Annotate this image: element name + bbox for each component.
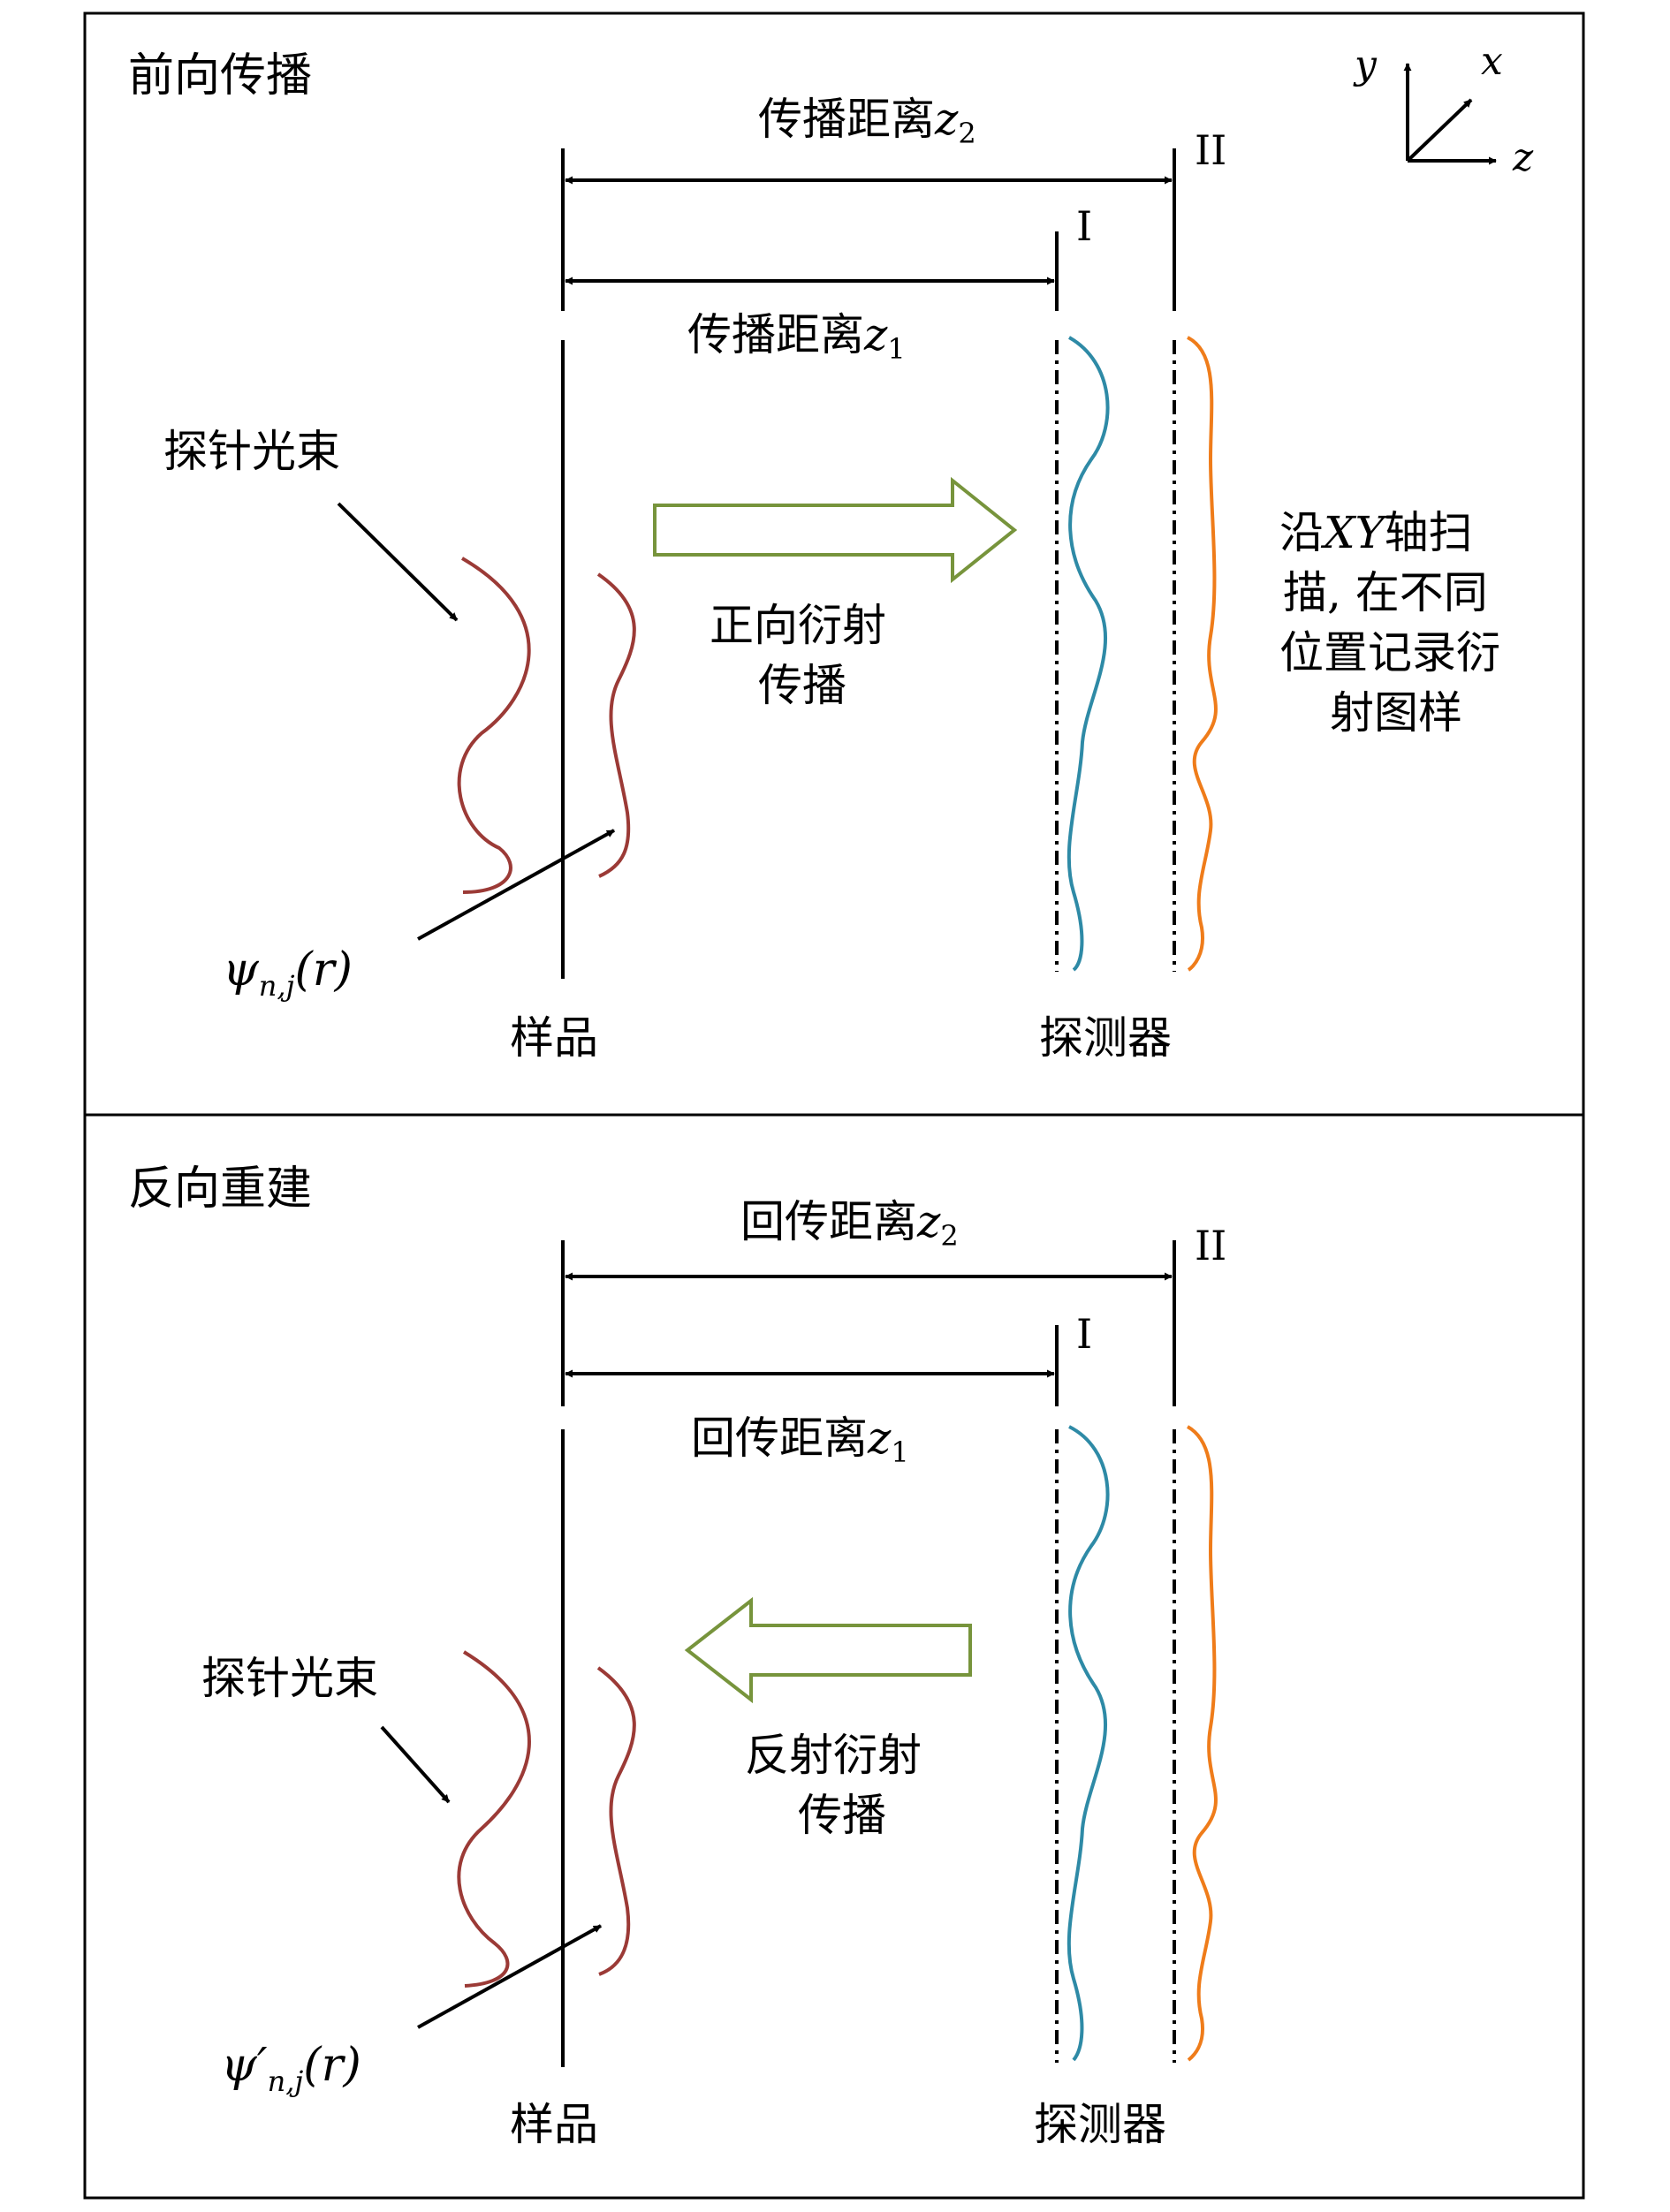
backward-detector-label: 探测器 xyxy=(1034,2099,1166,2150)
x-axis-arrow xyxy=(1406,98,1473,163)
scan-note-line-1: 沿XY轴扫 xyxy=(1279,507,1473,558)
x-axis-label: x xyxy=(1481,39,1503,84)
forward-arrow-label-1: 正向衍射 xyxy=(710,600,886,651)
forward-psi-label: ψn,j(r) xyxy=(223,943,353,1003)
backward-distance-z2-label: 回传距离z2 xyxy=(740,1196,959,1253)
backward-probe-wave-incident xyxy=(457,1650,531,1988)
axes-indicator: y x z xyxy=(1353,39,1534,180)
forward-probe-label: 探针光束 xyxy=(163,426,340,477)
z-axis-label: z xyxy=(1512,135,1534,180)
forward-sample-label: 样品 xyxy=(510,1012,598,1064)
backward-distance-z1-label: 回传距离z1 xyxy=(691,1413,909,1469)
backward-psi-pointer xyxy=(417,1924,602,2029)
y-axis-label: y xyxy=(1353,42,1378,87)
backward-panel-frame xyxy=(83,1113,1585,2200)
forward-probe-pointer xyxy=(337,502,459,622)
forward-detector-label: 探测器 xyxy=(1039,1012,1172,1064)
backward-plane-I-label: I xyxy=(1076,1310,1092,1358)
detector-wave-I xyxy=(1067,336,1110,972)
backward-detector-wave-I xyxy=(1067,1425,1110,2062)
backward-arrow-label-1: 反射衍射 xyxy=(745,1730,922,1781)
backward-arrow-label-2: 传播 xyxy=(798,1790,886,1841)
plane-I-label: I xyxy=(1076,202,1092,250)
scan-note-line-4: 射图样 xyxy=(1330,687,1462,739)
backward-detector-wave-II xyxy=(1186,1425,1218,2062)
forward-title: 前向传播 xyxy=(128,49,312,102)
backward-propagation-arrow xyxy=(684,1596,972,1704)
plane-II-label: II xyxy=(1195,126,1226,174)
backward-probe-wave-exit xyxy=(596,1666,636,1976)
distance-z1-label: 传播距离z1 xyxy=(687,309,906,366)
distance-z2-label: 传播距离z2 xyxy=(758,94,976,150)
probe-wave-incident xyxy=(457,557,531,894)
detector-wave-II xyxy=(1187,336,1218,972)
forward-propagation-arrow xyxy=(653,476,1018,584)
backward-sample-label: 样品 xyxy=(510,2099,598,2150)
scan-note-line-3: 位置记录衍 xyxy=(1279,627,1500,678)
backward-probe-label: 探针光束 xyxy=(201,1653,378,1704)
backward-psi-label: ψ′n,j(r) xyxy=(221,2039,361,2098)
scan-note-line-2: 描, 在不同 xyxy=(1283,567,1488,618)
forward-psi-pointer xyxy=(417,829,615,941)
forward-panel: 前向传播 y x z I II 传播距离z2 传播距离z1 xyxy=(83,11,1585,1117)
backward-title: 反向重建 xyxy=(128,1163,312,1216)
backward-probe-pointer xyxy=(380,1725,451,1804)
probe-wave-exit xyxy=(596,572,636,878)
backward-panel: 反向重建 I II 回传距离z2 回传距离z1 反射衍射 传播 探针光束 ψ′n… xyxy=(83,1113,1585,2200)
forward-arrow-label-2: 传播 xyxy=(758,660,846,711)
backward-plane-II-label: II xyxy=(1195,1222,1226,1269)
